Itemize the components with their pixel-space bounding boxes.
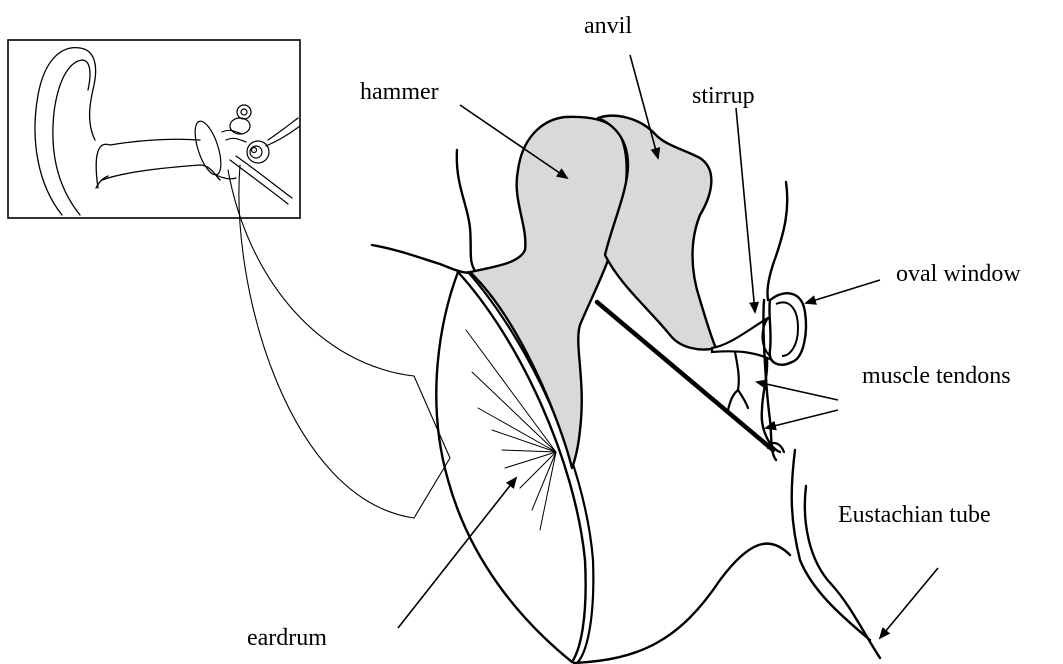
eustachian-tube-label: Eustachian tube xyxy=(838,503,991,527)
inset-frame xyxy=(8,40,300,218)
hammer-label: hammer xyxy=(360,80,439,104)
inset-ear-overview xyxy=(8,40,450,518)
oval-window xyxy=(769,293,806,364)
middle-ear-enlarged xyxy=(372,116,880,663)
muscle-tendons-label: muscle tendons xyxy=(862,364,1011,388)
stirrup-label: stirrup xyxy=(692,84,755,108)
stirrup-arrow xyxy=(736,108,755,312)
eustachian-tube-arrow xyxy=(880,568,938,638)
oval-window-arrow xyxy=(806,280,880,303)
anvil-label: anvil xyxy=(584,14,632,38)
oval-window-label: oval window xyxy=(896,262,1021,286)
stirrup-bone xyxy=(712,318,777,360)
hammer-bone xyxy=(470,117,627,468)
eardrum-label: eardrum xyxy=(247,626,327,650)
eardrum-arrow xyxy=(398,478,516,628)
muscle-tendon-arrow-lower xyxy=(766,410,838,428)
muscle-tendon-arrow-upper xyxy=(757,382,838,400)
